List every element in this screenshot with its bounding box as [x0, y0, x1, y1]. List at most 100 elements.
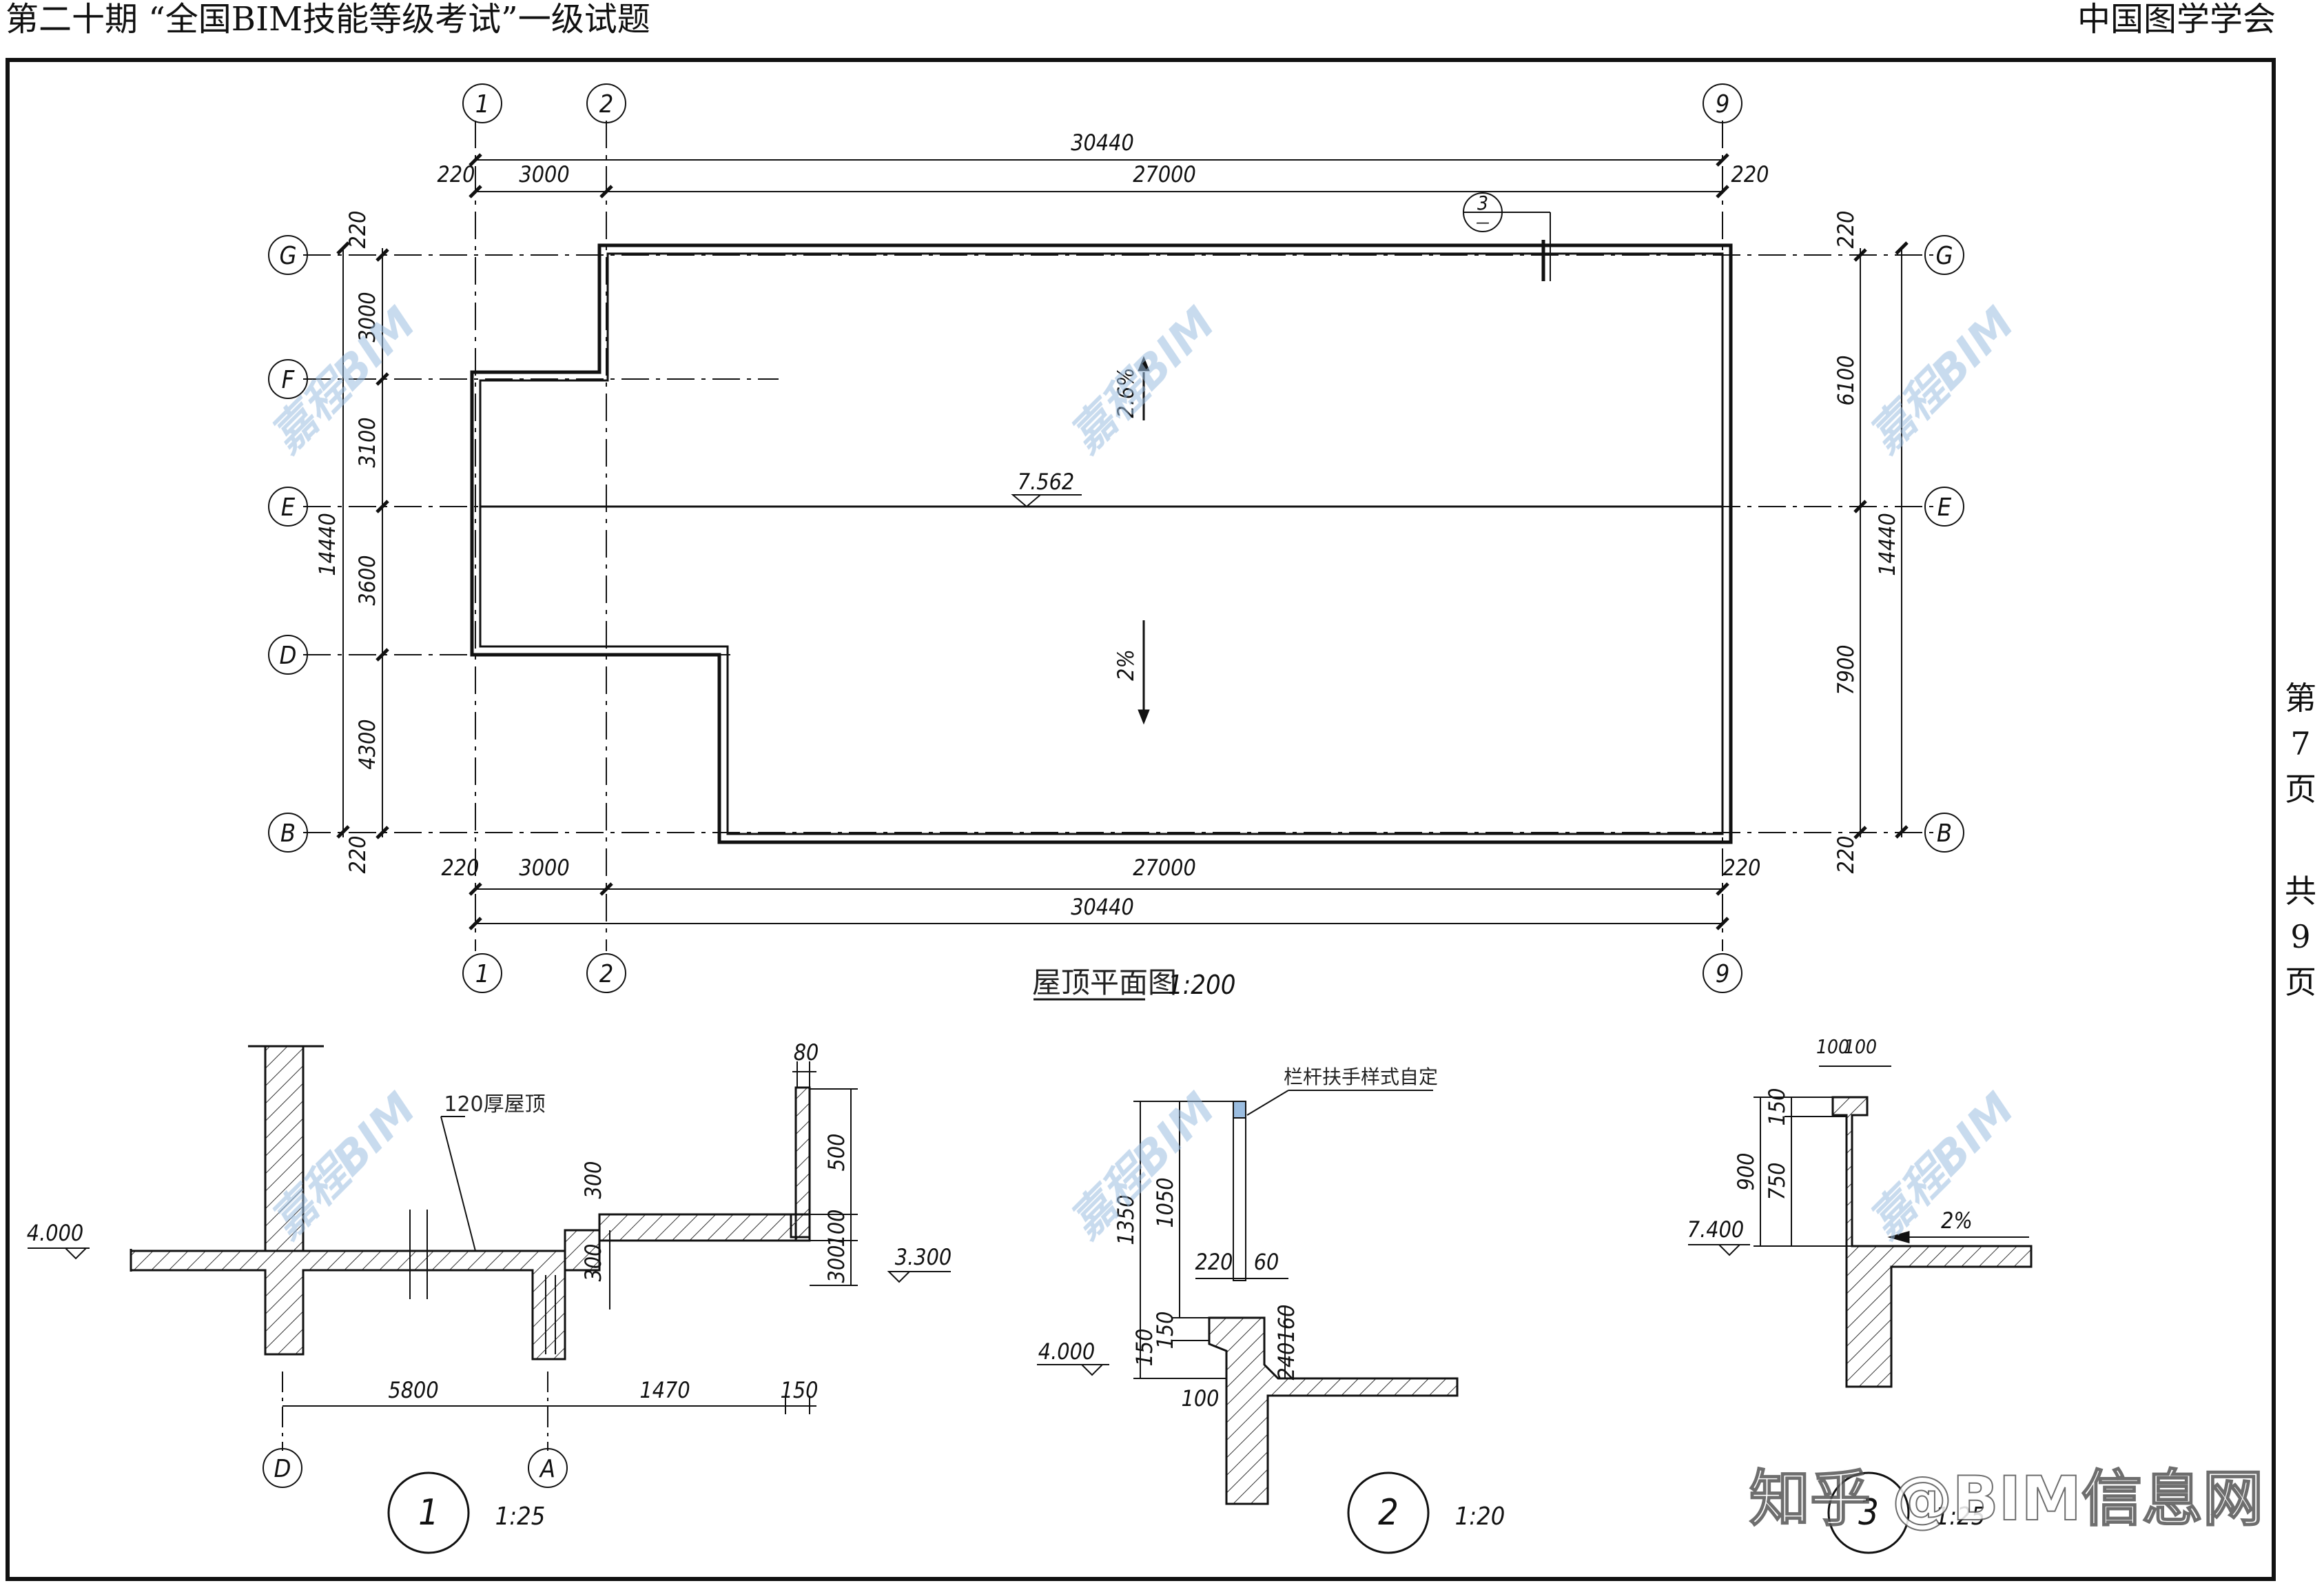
detail2-dim-right-0: 160: [1273, 1305, 1299, 1343]
detail1-roof-note: 120厚屋顶: [444, 1092, 545, 1117]
detail2-dim-left-3: 150: [1131, 1329, 1158, 1367]
watermark-logo: 嘉程BIM: [1060, 298, 1225, 462]
axis-label-9-top: 9: [1716, 90, 1730, 119]
detail3-slope: 2%: [1941, 1207, 1973, 1234]
detail3-dim-left-2: 750: [1764, 1163, 1790, 1201]
detail2-label: 2: [1378, 1492, 1399, 1533]
detail1-dim-bottom-2: 150: [781, 1377, 819, 1403]
detail1-scale: 1:25: [495, 1502, 546, 1531]
detail3-scale: 1:25: [1935, 1502, 1986, 1531]
axis-label-9-bottom: 9: [1716, 960, 1730, 988]
detail3-elev: 7.400: [1687, 1216, 1744, 1243]
detail2-dim-top-0: 220: [1195, 1249, 1233, 1275]
detail1-elev-right: 3.300: [895, 1244, 952, 1270]
page-suffix: 页: [2285, 771, 2316, 808]
dim-ticks: [336, 153, 1909, 930]
dim-right-e-b: 7900: [1833, 644, 1859, 695]
detail1-dim-mid-1: 300: [580, 1244, 606, 1282]
roof-plan: [268, 83, 1964, 1001]
axis-label-2-bottom: 2: [599, 960, 614, 988]
dim-left-d-b: 4300: [354, 719, 380, 769]
slope-label-upper: 2.6%: [1113, 367, 1139, 418]
detail-2-drawing: [1037, 1090, 1459, 1554]
total-prefix: 共: [2285, 873, 2316, 910]
dim-top-bay-1-2: 3000: [519, 161, 569, 187]
dim-right-bottom-offset: 220: [1833, 836, 1859, 874]
detail2-dim-right-1: 240: [1273, 1343, 1299, 1380]
axis-label-B-left: B: [280, 819, 296, 848]
dim-left-f-e: 3100: [354, 417, 380, 467]
detail3-dim-top-1: 100: [1844, 1035, 1877, 1058]
detail-3-labels: 100 100 7.400 900 150 750 2% 3 1:25: [1687, 1035, 1986, 1533]
sheet-frame: [6, 58, 2276, 1581]
axis-label-1-top: 1: [475, 90, 490, 119]
axis-label-G-right: G: [1935, 242, 1953, 270]
detail1-dim-right-2: 300: [823, 1245, 850, 1283]
detail1-dim-right-0: 500: [823, 1134, 850, 1172]
detail2-dim-left-4: 100: [1182, 1385, 1220, 1411]
dim-right-total: 14440: [1874, 513, 1900, 576]
ridge-elevation: 7.562: [1018, 469, 1074, 495]
axis-label-E-right: E: [1937, 493, 1952, 522]
axis-label-B-right: B: [1937, 819, 1952, 848]
dim-right-g-e: 6100: [1833, 355, 1859, 405]
page-number: 第 7 页: [2280, 675, 2321, 812]
detail-1-labels: 4.000 3.300 120厚屋顶 80 500 100 300 300 30…: [27, 1039, 952, 1533]
detail-1-drawing: [28, 1045, 951, 1554]
detail2-dim-left-1: 1050: [1152, 1177, 1178, 1227]
page-total: 共 9 页: [2280, 868, 2321, 1005]
watermark-logo: 嘉程BIM: [1860, 298, 2024, 462]
detail2-dim-left-0: 1350: [1113, 1194, 1139, 1245]
dim-top-bay-2-9: 27000: [1133, 161, 1196, 187]
roof-outline-inner: [479, 252, 1724, 835]
detail3-dim-left-0: 900: [1733, 1153, 1759, 1191]
detail1-axis-left: D: [274, 1455, 291, 1483]
plan-axis-labels: 1 2 9 1 2 9 G F E D B G E B: [279, 90, 1953, 988]
detail3-dim-left-1: 150: [1764, 1088, 1790, 1126]
plan-title: 屋顶平面图: [1032, 966, 1177, 999]
dim-top-left-offset: 220: [438, 161, 475, 187]
detail2-elev: 4.000: [1038, 1338, 1095, 1365]
dim-bottom-bay-1-2: 3000: [519, 855, 569, 881]
dim-right-top-offset: 220: [1833, 211, 1859, 249]
detail-2-labels: 栏杆扶手样式自定 4.000 1350 1050 150 150 100 220…: [1038, 1066, 1505, 1533]
detail-3-drawing: [1688, 1066, 2033, 1554]
detail1-dim-top: 80: [794, 1039, 819, 1066]
section-mark-sheet: —: [1476, 214, 1490, 232]
total-suffix: 页: [2285, 964, 2316, 1001]
page-prefix: 第: [2285, 680, 2316, 717]
sheet-title: 第二十期 “全国BIM技能等级考试”一级试题: [6, 0, 650, 39]
plan-dimensions: 30440 220 3000 27000 220 220 3000 27000 …: [314, 130, 1900, 920]
dim-left-total: 14440: [314, 513, 340, 576]
detail1-dim-right-1: 100: [823, 1210, 850, 1247]
brand-watermark: 知乎 @BIM信息网: [1749, 1463, 2263, 1534]
detail2-dim-top-1: 60: [1254, 1249, 1279, 1275]
dim-left-g-f: 3000: [354, 292, 380, 342]
watermark-logo: 嘉程BIM: [1060, 1083, 1225, 1248]
axis-label-G-left: G: [279, 242, 296, 270]
detail1-dim-mid-0: 300: [580, 1161, 606, 1199]
detail2-note: 栏杆扶手样式自定: [1284, 1066, 1438, 1088]
dim-bottom-left-offset: 220: [442, 855, 480, 881]
axis-label-E-left: E: [281, 493, 296, 522]
axis-label-D-left: D: [280, 642, 297, 670]
dim-bottom-right-offset: 220: [1723, 855, 1761, 881]
detail1-dim-bottom-0: 5800: [388, 1377, 438, 1403]
dim-left-top-offset: 220: [345, 211, 371, 249]
detail3-dim-top-0: 100: [1816, 1035, 1849, 1058]
dim-top-total: 30440: [1071, 130, 1134, 156]
plan-scale: 1:200: [1168, 970, 1236, 1000]
detail1-elev-left: 4.000: [27, 1220, 83, 1246]
roof-outline-outer: [470, 243, 1733, 844]
axis-label-F-left: F: [282, 366, 296, 394]
dim-top-right-offset: 220: [1731, 161, 1769, 187]
slope-label-lower: 2%: [1113, 649, 1139, 681]
detail1-label: 1: [418, 1492, 439, 1533]
dim-left-bottom-offset: 220: [345, 836, 371, 874]
dim-bottom-bay-2-9: 27000: [1133, 855, 1196, 881]
detail3-label: 3: [1858, 1492, 1879, 1533]
detail2-dim-left-2: 150: [1152, 1312, 1178, 1349]
detail1-axis-right: A: [539, 1455, 555, 1483]
dim-left-e-d: 3600: [354, 555, 380, 605]
